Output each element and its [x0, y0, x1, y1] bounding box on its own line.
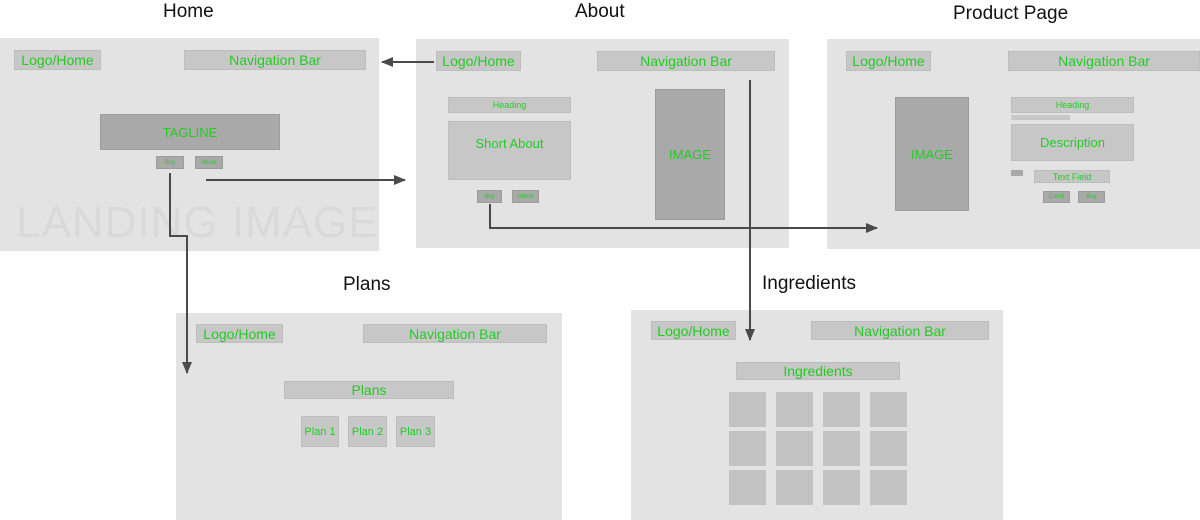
navigation-bar[interactable]: Navigation Bar: [811, 321, 989, 340]
buy-button[interactable]: Buy: [477, 190, 502, 203]
navigation-bar[interactable]: Navigation Bar: [1008, 51, 1200, 71]
ingredient-tile[interactable]: [823, 470, 860, 505]
heading-box: Heading: [448, 97, 571, 113]
ingredient-tile[interactable]: [870, 431, 907, 466]
home-wireframe: LANDING IMAGE Logo/Home Navigation Bar T…: [0, 38, 379, 251]
subheading-line: [1011, 115, 1070, 120]
ingredient-tile[interactable]: [823, 392, 860, 427]
home-title: Home: [163, 1, 214, 22]
logo-home-link[interactable]: Logo/Home: [196, 324, 283, 343]
about-title: About: [575, 1, 625, 22]
ingredient-tile[interactable]: [870, 470, 907, 505]
navigation-bar[interactable]: Navigation Bar: [363, 324, 547, 343]
landing-image-watermark: LANDING IMAGE: [16, 198, 379, 247]
about-button[interactable]: About: [195, 156, 223, 169]
ingredients-heading: Ingredients: [736, 362, 900, 380]
logo-home-link[interactable]: Logo/Home: [436, 51, 521, 71]
ingredient-tile[interactable]: [729, 431, 766, 466]
product-page-title: Product Page: [953, 3, 1069, 24]
ingredient-tile[interactable]: [870, 392, 907, 427]
description-box: Description: [1011, 124, 1134, 161]
quantity-marker: [1011, 170, 1023, 176]
tagline-box: TAGLINE: [100, 114, 280, 150]
logo-home-link[interactable]: Logo/Home: [14, 50, 101, 70]
ingredient-tile[interactable]: [729, 470, 766, 505]
logo-home-link[interactable]: Logo/Home: [846, 51, 931, 71]
plan-1-card[interactable]: Plan 1: [301, 416, 339, 447]
ingredient-tile[interactable]: [776, 392, 813, 427]
ingredients-wireframe: Logo/Home Navigation Bar Ingredients: [631, 310, 1003, 520]
ingredient-tile[interactable]: [776, 431, 813, 466]
plans-heading: Plans: [284, 381, 454, 399]
image-placeholder: IMAGE: [655, 89, 725, 220]
ingredient-tile[interactable]: [729, 392, 766, 427]
navigation-bar[interactable]: Navigation Bar: [184, 50, 366, 70]
plans-title: Plans: [343, 274, 391, 295]
ingredient-tile[interactable]: [776, 470, 813, 505]
buy-button[interactable]: Buy: [1078, 191, 1105, 203]
heading-box: Heading: [1011, 97, 1134, 113]
image-placeholder: IMAGE: [895, 97, 969, 211]
plan-3-card[interactable]: Plan 3: [396, 416, 435, 447]
short-about-box: Short About: [448, 121, 571, 180]
ingredients-title: Ingredients: [762, 273, 857, 294]
buy-button[interactable]: Buy: [156, 156, 184, 169]
navigation-bar[interactable]: Navigation Bar: [597, 51, 775, 71]
logo-home-link[interactable]: Logo/Home: [651, 321, 736, 340]
product-page-wireframe: Logo/Home Navigation Bar IMAGE Heading D…: [827, 39, 1200, 249]
about-button[interactable]: About: [512, 190, 539, 203]
text-field[interactable]: Text Field: [1034, 170, 1110, 183]
count-button[interactable]: Count: [1043, 191, 1070, 203]
ingredient-tile[interactable]: [823, 431, 860, 466]
plan-2-card[interactable]: Plan 2: [348, 416, 387, 447]
about-wireframe: Logo/Home Navigation Bar Heading Short A…: [416, 39, 789, 248]
plans-wireframe: Logo/Home Navigation Bar Plans Plan 1 Pl…: [176, 313, 562, 520]
